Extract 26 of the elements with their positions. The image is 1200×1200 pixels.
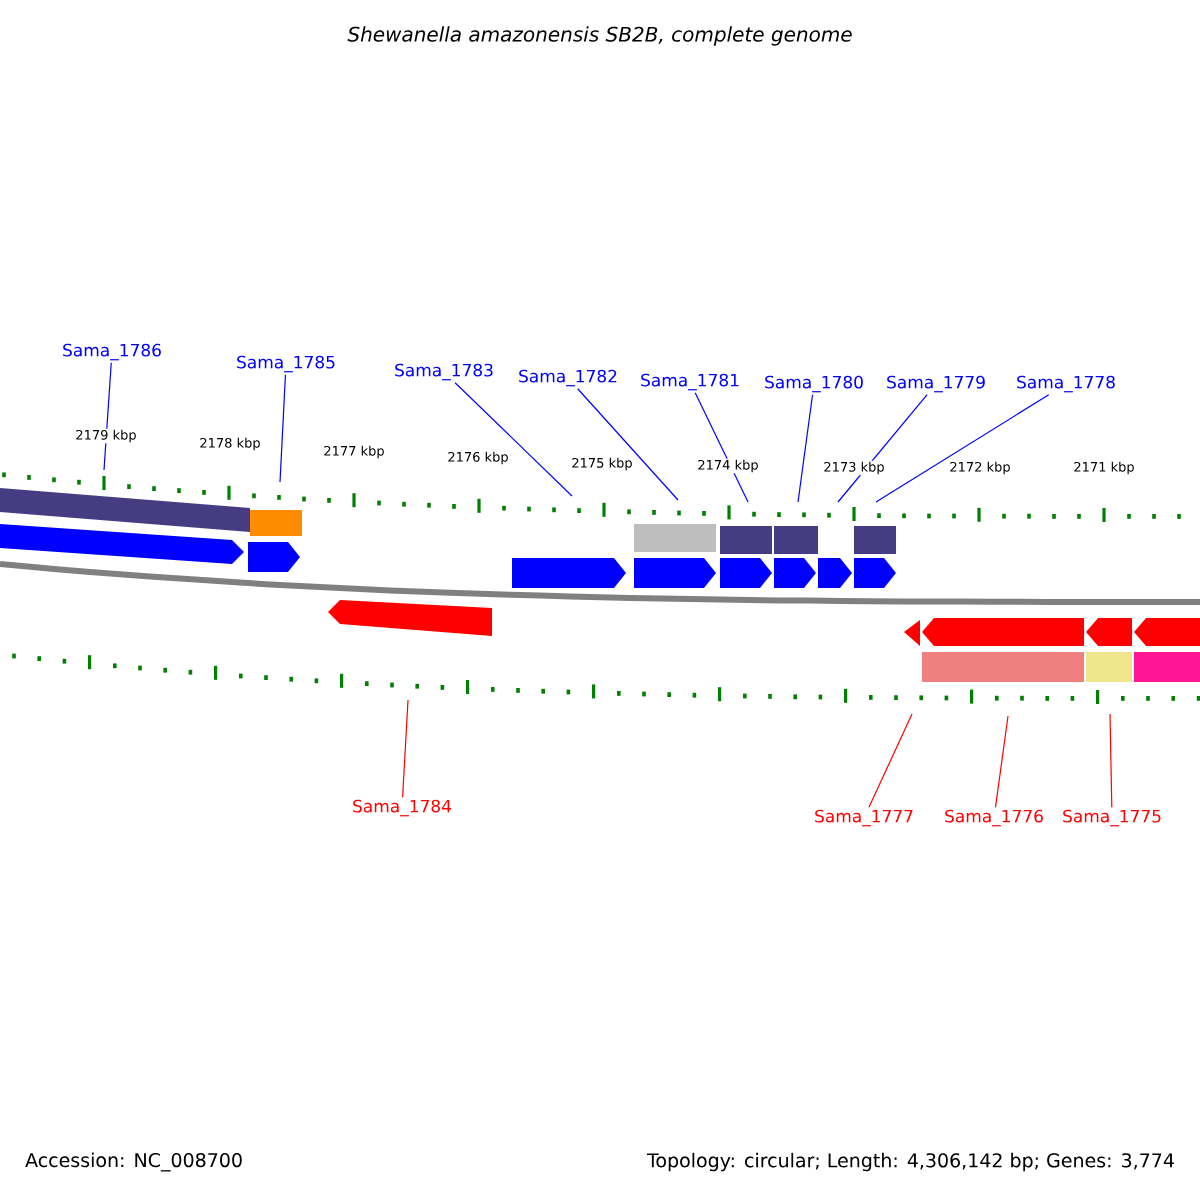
gene-label: Sama_1785	[237, 355, 335, 373]
gene-label: Sama_1784	[353, 799, 451, 817]
gene-label: Sama_1779	[887, 375, 985, 393]
gene-label: Sama_1781	[641, 373, 739, 391]
leader-line	[994, 715, 1009, 808]
gene-label: Sama_1775	[1063, 809, 1161, 827]
gene-label: Sama_1783	[395, 363, 493, 381]
leader-line	[402, 699, 409, 798]
gene-label: Sama_1782	[519, 369, 617, 387]
gene-label: Sama_1786	[63, 343, 161, 361]
accession-note: Accession: NC_008700	[25, 1152, 242, 1172]
leader-line	[837, 394, 928, 503]
gene-label: Sama_1776	[945, 809, 1043, 827]
genome-info: Topology: circular; Length: 4,306,142 bp; Genes: 3,774	[646, 1152, 1174, 1172]
leader-line	[454, 382, 573, 497]
leader-line	[875, 394, 1050, 503]
gene-label: Sama_1778	[1017, 375, 1115, 393]
title: Shewanella amazonensis SB2B, complete genome	[347, 26, 852, 46]
gene-label: Sama_1777	[815, 809, 913, 827]
leader-line	[694, 392, 749, 503]
gene-label: Sama_1780	[765, 375, 863, 393]
leader-line	[1109, 713, 1113, 808]
leader-line	[577, 388, 679, 501]
leader-line	[279, 374, 287, 483]
leader-line	[868, 713, 913, 808]
leader-line	[797, 394, 814, 503]
